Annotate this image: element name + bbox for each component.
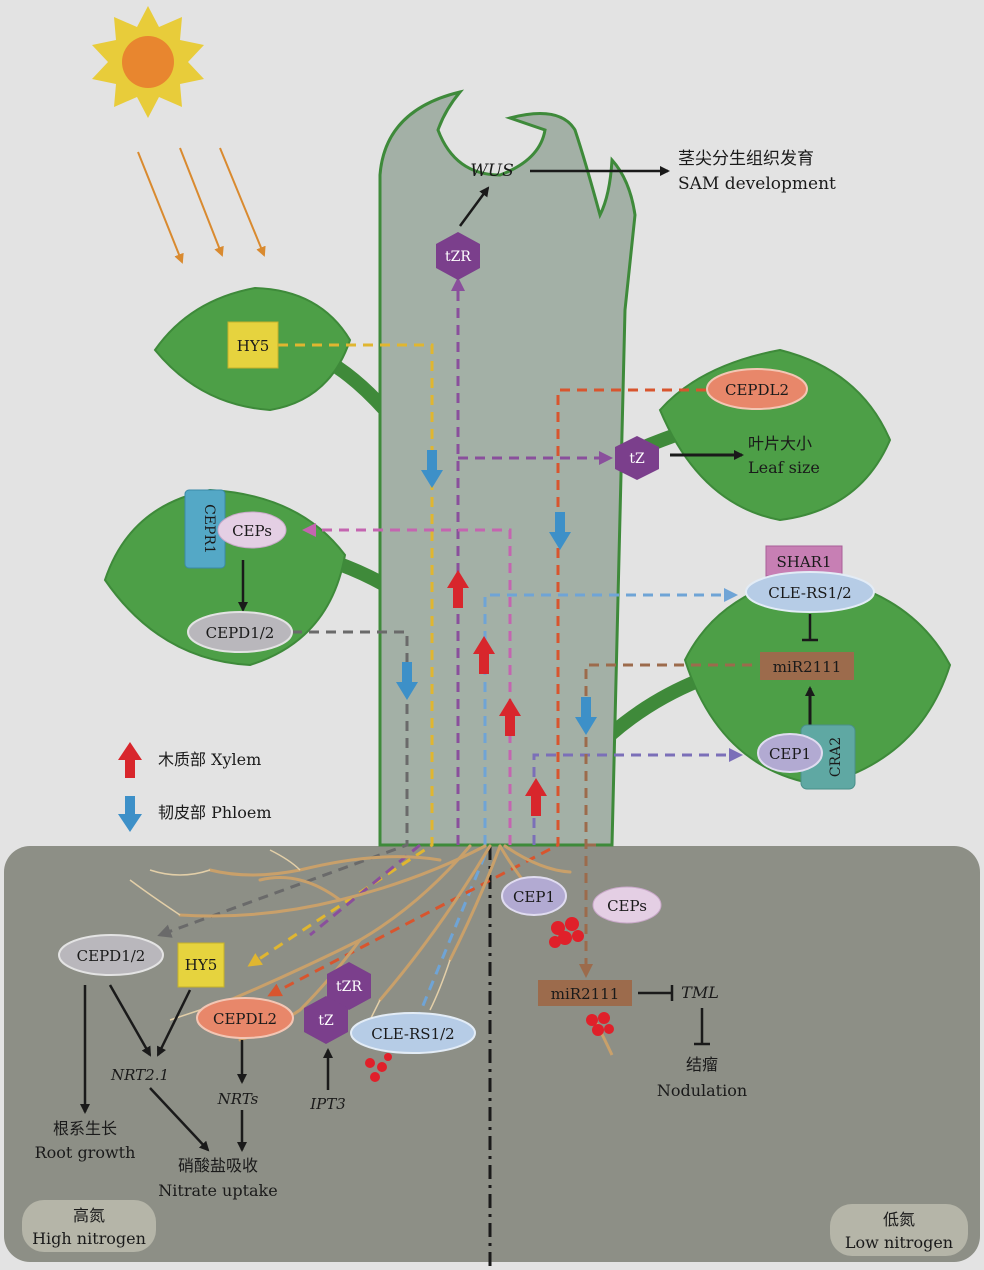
svg-text:CEP1: CEP1 [513, 888, 555, 906]
svg-text:CEPR1: CEPR1 [201, 504, 217, 554]
sam-label-en: SAM development [678, 174, 836, 194]
svg-text:tZR: tZR [445, 249, 471, 265]
cep1-root-node: CEP1 [501, 876, 567, 916]
nodulation-en: Nodulation [657, 1081, 747, 1100]
cepr1-node: CEPR1 [184, 489, 226, 569]
svg-text:韧皮部 Phloem: 韧皮部 Phloem [158, 803, 272, 822]
clers12-root-node: CLE-RS1/2 [350, 1012, 476, 1054]
berry-cluster-icon [365, 1053, 392, 1082]
svg-text:CEPD1/2: CEPD1/2 [77, 947, 146, 965]
hy5-shoot-node: HY5 [227, 321, 279, 369]
nodule-cluster-1 [549, 917, 584, 948]
sun-icon [92, 6, 204, 118]
tzr-shoot-node: tZR [436, 232, 480, 280]
ceps-root-node: CEPs [592, 886, 662, 924]
svg-text:CRA2: CRA2 [828, 737, 844, 777]
clers12-shoot-node: CLE-RS1/2 [745, 571, 875, 613]
svg-text:tZR: tZR [336, 979, 362, 995]
tzr-to-wus-arrow [458, 186, 490, 227]
phloem-arrow-icon [118, 796, 142, 832]
svg-text:HY5: HY5 [237, 337, 270, 355]
soil-region [4, 846, 980, 1262]
wus-label: WUS [470, 161, 513, 181]
nitrate-uptake-en: Nitrate uptake [158, 1181, 277, 1200]
mir2111-shoot-node: miR2111 [760, 652, 854, 680]
tzr-root-node: tZR [327, 962, 371, 1010]
svg-text:miR2111: miR2111 [773, 658, 842, 676]
svg-text:miR2111: miR2111 [551, 985, 620, 1003]
tz-shoot-node: tZ [615, 436, 659, 480]
svg-text:低氮: 低氮 [883, 1210, 915, 1229]
xylem-arrows [447, 570, 547, 816]
nodule-cluster-2 [586, 1012, 614, 1056]
svg-text:CLE-RS1/2: CLE-RS1/2 [371, 1025, 454, 1043]
nitrate-uptake-cn: 硝酸盐吸收 [178, 1156, 258, 1175]
svg-text:CLE-RS1/2: CLE-RS1/2 [768, 584, 851, 602]
mir2111-root-node: miR2111 [538, 980, 632, 1006]
cepd12-shoot-node: CEPD1/2 [187, 611, 293, 653]
low-nitrogen-badge: 低氮 Low nitrogen [830, 1204, 968, 1256]
nodulation-cn: 结瘤 [686, 1055, 718, 1074]
root-system [178, 844, 572, 1042]
hy5-root-node: HY5 [177, 942, 225, 988]
nrt21-label: NRT2.1 [110, 1066, 169, 1084]
root-arrows [80, 984, 333, 1152]
svg-text:HY5: HY5 [185, 956, 218, 974]
tml-label: TML [681, 983, 719, 1002]
xylem-arrow-icon [118, 742, 142, 778]
root-growth-cn: 根系生长 [53, 1119, 117, 1138]
cepd12-root-node: CEPD1/2 [58, 934, 164, 976]
svg-text:CEPD1/2: CEPD1/2 [206, 624, 275, 642]
signal-lines [157, 277, 752, 1026]
tz-root-node: tZ [304, 996, 348, 1044]
svg-text:CEP1: CEP1 [769, 745, 811, 763]
shar1-node: SHAR1 [765, 545, 843, 577]
cepdl2-shoot-node: CEPDL2 [706, 368, 808, 410]
svg-text:CEPs: CEPs [607, 897, 647, 915]
nrts-label: NRTs [217, 1090, 259, 1108]
svg-text:CEPDL2: CEPDL2 [213, 1010, 277, 1028]
svg-text:tZ: tZ [629, 451, 645, 467]
svg-text:高氮: 高氮 [73, 1206, 105, 1225]
leafsize-label-cn: 叶片大小 [748, 434, 812, 453]
phloem-arrows [396, 450, 597, 735]
svg-text:CEPs: CEPs [232, 522, 272, 540]
cep1-shoot-node: CEP1 [757, 733, 823, 773]
legend-phloem: 韧皮部 Phloem [118, 796, 272, 832]
ipt3-label: IPT3 [309, 1095, 346, 1113]
ceps-shoot-node: CEPs [217, 511, 287, 549]
svg-text:Low nitrogen: Low nitrogen [845, 1233, 953, 1252]
root-growth-en: Root growth [35, 1143, 136, 1162]
svg-text:CEPDL2: CEPDL2 [725, 381, 789, 399]
leafsize-label-en: Leaf size [748, 458, 820, 477]
svg-text:tZ: tZ [318, 1013, 334, 1029]
svg-text:High nitrogen: High nitrogen [32, 1229, 146, 1248]
legend-xylem: 木质部 Xylem [118, 742, 261, 778]
svg-text:SHAR1: SHAR1 [776, 553, 831, 571]
sun-rays [137, 147, 266, 264]
sam-label-cn: 茎尖分生组织发育 [678, 149, 814, 169]
svg-text:木质部 Xylem: 木质部 Xylem [158, 750, 261, 769]
high-nitrogen-badge: 高氮 High nitrogen [22, 1200, 156, 1252]
cepdl2-root-node: CEPDL2 [196, 997, 294, 1039]
stem [378, 89, 637, 847]
